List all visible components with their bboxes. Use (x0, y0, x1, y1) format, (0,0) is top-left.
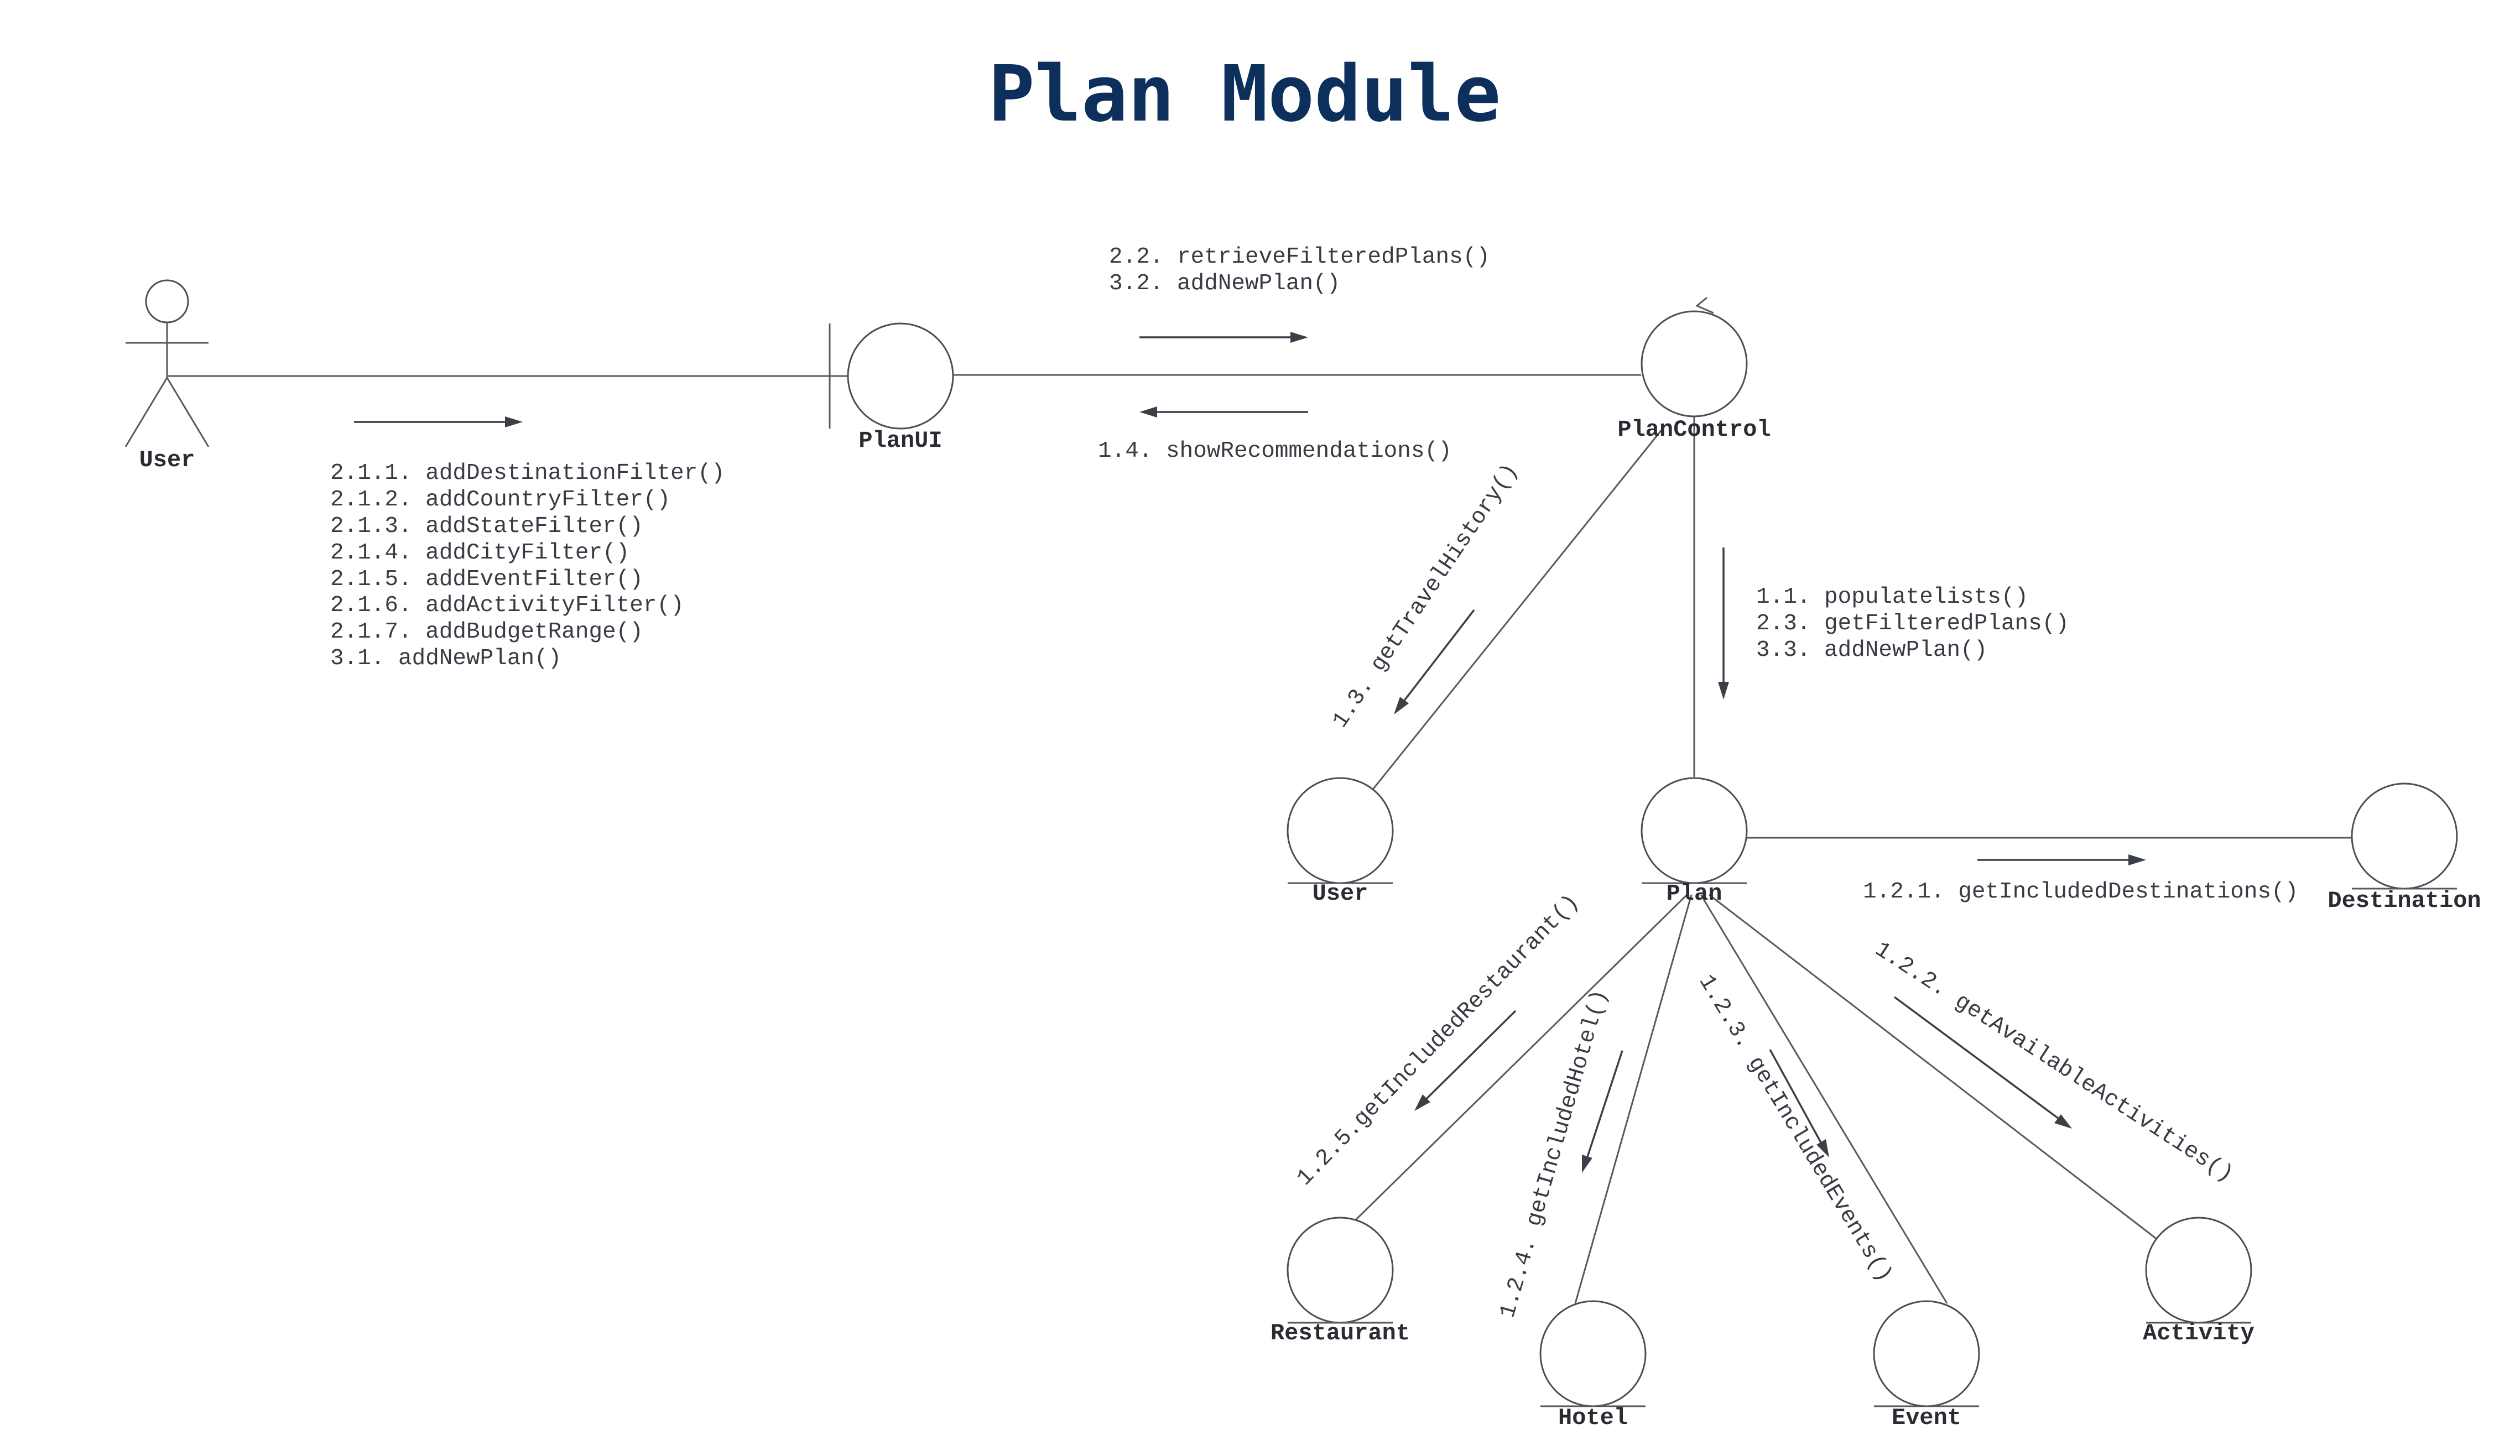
arrow-head-icon (1816, 1139, 1829, 1157)
message-label: 2.1.4. addCityFilter() (330, 540, 629, 566)
link-plancontrol-user (1371, 425, 1666, 791)
plancontrol-label: PlanControl (1617, 416, 1771, 443)
arrow-head-icon (505, 416, 523, 427)
planui-label: PlanUI (858, 427, 942, 454)
message-label: 2.1.3. addStateFilter() (330, 514, 643, 539)
arrow-head-icon (2128, 854, 2146, 865)
restaurant-label: Restaurant (1271, 1320, 1410, 1347)
control-plancontrol[interactable]: PlanControl (1617, 296, 1771, 443)
arrow-head-icon (1394, 697, 1409, 714)
entity-hotel[interactable]: Hotel (1539, 1300, 1647, 1431)
message-label: 2.1.1. addDestinationFilter() (330, 461, 725, 486)
entity-destination[interactable]: Destination (2328, 782, 2481, 914)
arrow-head-icon (1139, 406, 1157, 418)
link-plan-activity (1709, 894, 2160, 1243)
actor-user[interactable]: User (124, 279, 210, 473)
actor-head (145, 279, 189, 323)
message-label: 1.2.1. getIncludedDestinations() (1863, 879, 2298, 905)
arrow-plan-to-event (1769, 1049, 1822, 1143)
activity-label: Activity (2143, 1320, 2255, 1347)
diagram-title: Plan Module (988, 49, 1501, 139)
message-label: 2.2. retrieveFilteredPlans() (1109, 244, 1490, 270)
arrow-head-icon (1718, 682, 1729, 700)
message-label: 2.1.6. addActivityFilter() (330, 593, 684, 618)
link-plan-event (1700, 894, 1948, 1304)
entity-circle (1287, 777, 1394, 884)
entity-circle (1539, 1300, 1647, 1407)
arrow-plan-to-hotel (1586, 1050, 1623, 1157)
boundary-planui[interactable]: PlanUI (829, 322, 954, 454)
message-label: 2.1.2. addCountryFilter() (330, 487, 670, 513)
entity-event[interactable]: Event (1873, 1300, 1980, 1431)
link-plan-hotel (1574, 894, 1693, 1304)
arrow-head-icon (1582, 1155, 1592, 1173)
message-label: 2.3. getFilteredPlans() (1756, 611, 2069, 636)
entity-circle (2145, 1217, 2252, 1324)
actor-user-label: User (139, 447, 195, 473)
connectors (168, 374, 2352, 1304)
link-plan-restaurant (1354, 894, 1688, 1222)
message-label: 1.1. populatelists() (1756, 585, 2028, 610)
arrow-head-icon (1414, 1094, 1430, 1111)
control-arrow-icon (1695, 296, 1714, 314)
destination-label: Destination (2328, 888, 2481, 914)
entity-circle (1873, 1300, 1980, 1407)
message-label: 1.4. showRecommendations() (1098, 439, 1452, 464)
entity-circle (1287, 1217, 1394, 1324)
entity-plan[interactable]: Plan (1641, 777, 1748, 907)
plan-label: Plan (1667, 880, 1722, 907)
message-label: 3.1. addNewPlan() (330, 646, 561, 671)
boundary-circle (847, 322, 954, 430)
message-label: 2.1.7. addBudgetRange() (330, 619, 643, 645)
arrow-plan-to-restaurant (1425, 1010, 1517, 1100)
arrow-control-to-user (1403, 609, 1475, 702)
entity-user-label: User (1313, 880, 1368, 907)
control-circle (1641, 310, 1748, 418)
entity-circle (2351, 782, 2458, 890)
entity-circle (1641, 777, 1748, 884)
arrow-plan-to-activity (1893, 996, 2060, 1120)
message-label: 3.2. addNewPlan() (1109, 271, 1340, 296)
message-label: 2.1.5. addEventFilter() (330, 567, 643, 592)
event-label: Event (1892, 1405, 1961, 1431)
entity-restaurant[interactable]: Restaurant (1271, 1217, 1410, 1347)
hotel-label: Hotel (1558, 1405, 1628, 1431)
entity-activity[interactable]: Activity (2143, 1217, 2255, 1347)
arrow-head-icon (1290, 332, 1308, 343)
entity-user[interactable]: User (1287, 777, 1394, 907)
message-label: 3.3. addNewPlan() (1756, 638, 1987, 663)
arrow-head-icon (2054, 1114, 2072, 1129)
message-arrows (354, 332, 2146, 1173)
